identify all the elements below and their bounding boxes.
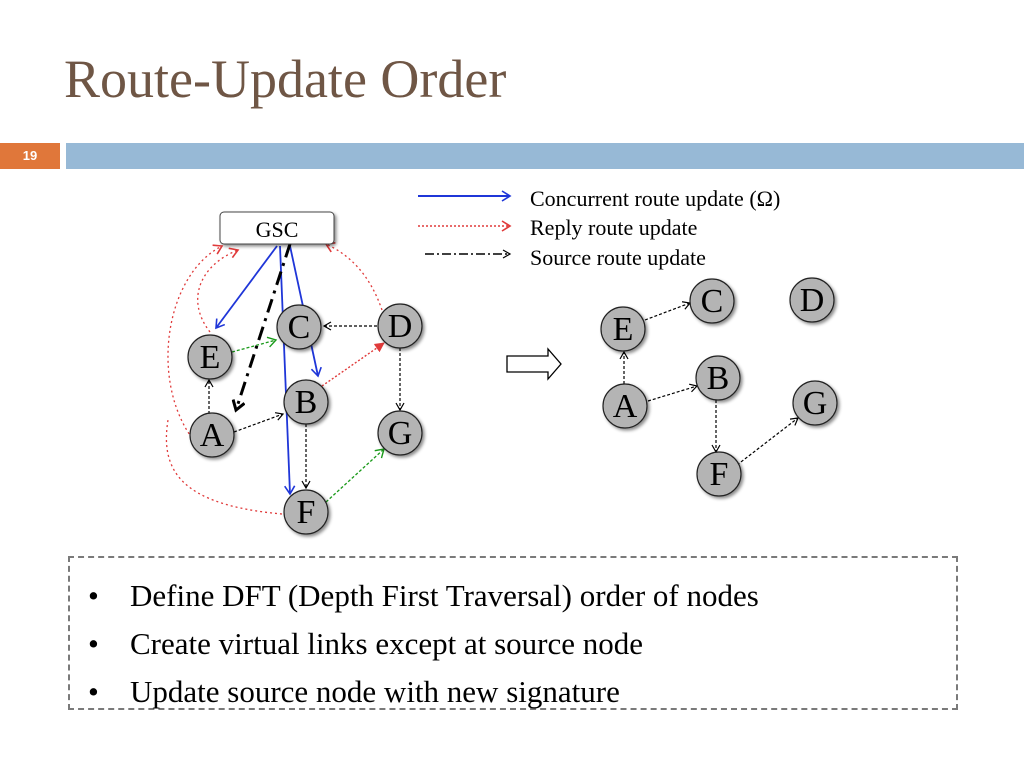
left-node-b: B [283,379,329,425]
gsc-label: GSC [256,217,299,242]
right-edge-e-c [644,301,692,321]
bullet-item: • Create virtual links except at source n… [88,620,759,668]
left-node-e-label: E [200,339,221,376]
right-node-a: A [602,383,648,429]
edge-e-c [231,336,278,353]
edge-f-g [325,448,385,503]
right-node-g-label: G [803,385,828,422]
left-node-d-label: D [388,308,413,345]
bullet-text: Update source node with new signature [130,674,620,709]
left-node-a: A [189,412,235,458]
right-node-a-label: A [613,388,638,425]
left-node-g: G [377,410,423,456]
bullet-text: Create virtual links except at source no… [130,626,644,661]
bullet-box: • Define DFT (Depth First Traversal) orde… [68,556,958,710]
right-node-b-label: B [707,360,730,397]
left-node-f: F [283,489,329,535]
left-node-e: E [187,334,233,380]
slide-title: Route-Update Order [64,49,507,109]
edge-gsc-e [215,245,278,330]
right-node-c: C [689,278,735,324]
slide-number: 19 [22,148,38,163]
legend-reply-text: Reply route update [530,215,697,240]
legend: Concurrent route update (Ω) Reply route … [418,186,780,270]
left-node-c-label: C [288,309,311,346]
header-bar [66,143,1024,169]
right-node-c-label: C [701,283,724,320]
edge-reply-a-gsc [167,244,224,439]
edge-reply-e-gsc [197,247,240,333]
edge-gsc-f [279,245,296,496]
right-node-d-label: D [800,282,825,319]
slide-number-badge: 19 [0,143,60,169]
gsc-box: GSC [219,211,335,245]
left-node-a-label: A [200,417,225,454]
route-update-diagram: Concurrent route update (Ω) Reply route … [165,186,838,535]
right-graph-edges [619,301,799,466]
bullet-dot-icon: • [88,626,99,661]
edge-source-gsc-a [236,243,292,410]
legend-concurrent-text: Concurrent route update (Ω) [530,186,780,211]
left-node-g-label: G [388,415,413,452]
transition-arrow [506,347,562,381]
left-graph-edges [165,241,405,515]
bullet-list: • Define DFT (Depth First Traversal) orde… [88,572,759,716]
left-graph-nodes: C D E B A G F [187,303,423,535]
right-edge-f-g [736,417,799,466]
right-node-e: E [600,306,646,352]
edge-a-b [233,412,285,433]
bullet-dot-icon: • [88,674,99,709]
legend-source-text: Source route update [530,245,706,270]
bullet-item: • Update source node with new signature [88,668,759,716]
bullet-text: Define DFT (Depth First Traversal) order… [130,578,759,613]
right-node-e-label: E [613,311,634,348]
right-edge-a-b [647,383,699,402]
left-node-d: D [377,303,423,349]
right-node-f-label: F [710,456,729,493]
right-node-g: G [792,380,838,426]
left-node-c: C [276,304,322,350]
left-node-b-label: B [295,384,318,421]
right-node-f: F [696,451,742,497]
left-node-f-label: F [297,494,316,531]
right-graph-nodes: C D E B A G F [600,277,838,497]
right-node-d: D [789,277,835,323]
bullet-item: • Define DFT (Depth First Traversal) orde… [88,572,759,620]
edge-reply-b-d [321,342,385,387]
edge-reply-d-gsc [324,241,383,311]
right-node-b: B [695,355,741,401]
bullet-dot-icon: • [88,578,99,613]
